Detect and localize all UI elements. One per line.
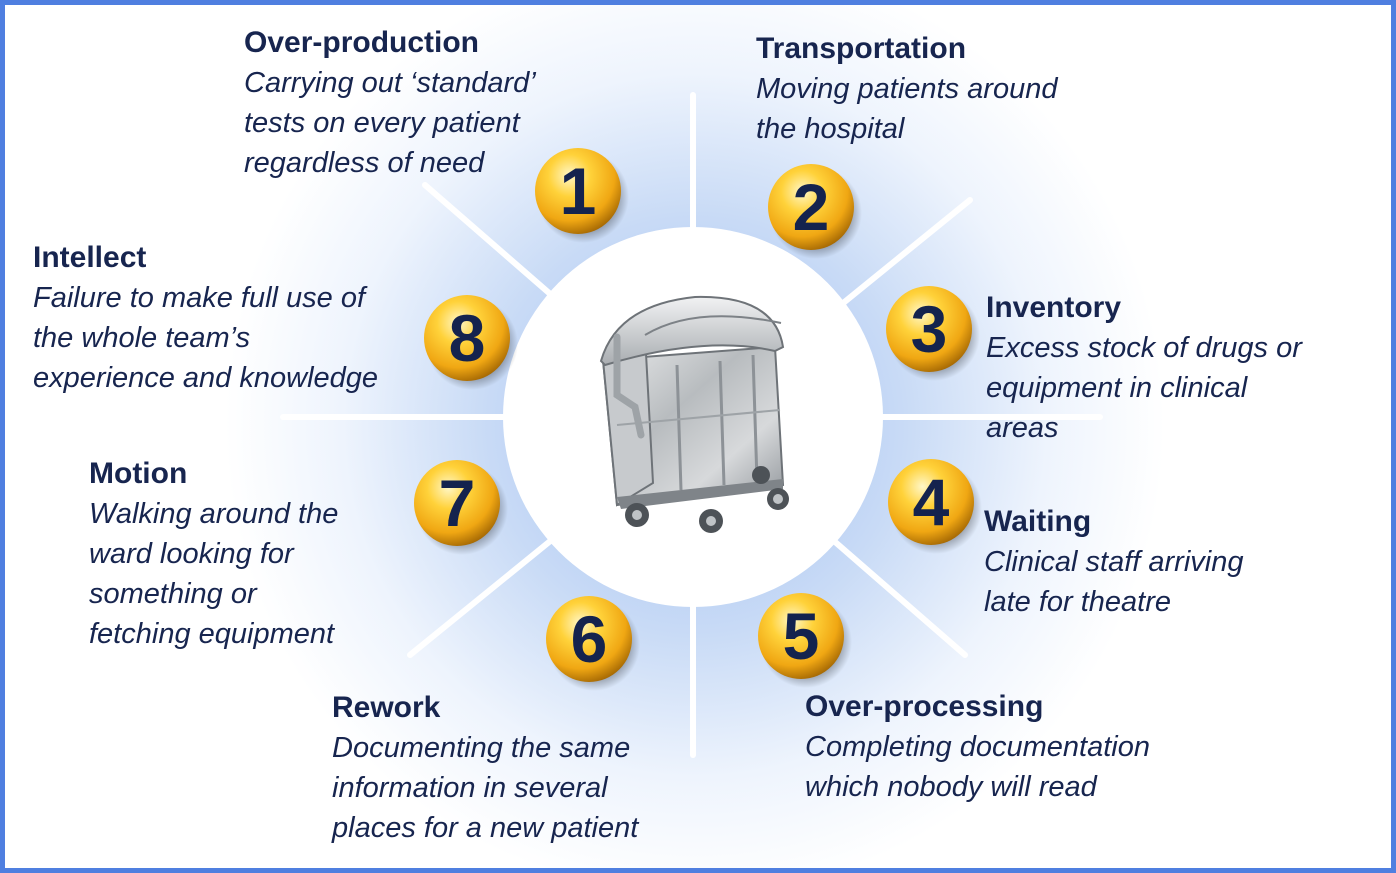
waste-title: Motion <box>89 457 188 490</box>
badge-4: 4 <box>888 459 982 554</box>
waste-rework: Rework Documenting the same information … <box>332 688 712 848</box>
badge-2: 2 <box>768 164 862 259</box>
waste-transportation: Transportation Moving patients around th… <box>756 29 1156 149</box>
badge-5-number: 5 <box>783 599 820 673</box>
badge-7-number: 7 <box>439 466 476 540</box>
waste-bin-icon <box>599 295 789 533</box>
badge-5: 5 <box>758 593 852 688</box>
diagram-canvas: 1 2 3 4 5 6 7 <box>135 5 1255 868</box>
waste-description: Documenting the same information in seve… <box>332 732 639 844</box>
badge-3-number: 3 <box>911 292 948 366</box>
waste-title: Over-production <box>244 26 480 59</box>
badge-6: 6 <box>546 596 640 691</box>
waste-title: Rework <box>332 691 441 724</box>
waste-description: Carrying out ‘standard’ tests on every p… <box>244 67 536 179</box>
waste-title: Waiting <box>984 505 1092 538</box>
badge-1-number: 1 <box>560 154 597 228</box>
waste-description: Completing documentation which nobody wi… <box>805 731 1150 803</box>
badge-8: 8 <box>424 295 518 390</box>
badge-8-number: 8 <box>449 301 486 375</box>
badge-4-number: 4 <box>913 465 950 539</box>
waste-description: Failure to make full use of the whole te… <box>33 282 379 394</box>
waste-description: Moving patients around the hospital <box>756 73 1058 145</box>
waste-title: Over-processing <box>805 690 1044 723</box>
badge-3: 3 <box>886 286 980 381</box>
waste-title: Inventory <box>986 291 1122 324</box>
waste-description: Excess stock of drugs or equipment in cl… <box>986 332 1302 444</box>
waste-waiting: Waiting Clinical staff arriving late for… <box>984 502 1364 622</box>
badge-6-number: 6 <box>571 602 608 676</box>
badge-2-number: 2 <box>793 170 830 244</box>
waste-title: Intellect <box>33 241 147 274</box>
badge-1: 1 <box>535 148 629 243</box>
waste-inventory: Inventory Excess stock of drugs or equip… <box>986 288 1381 448</box>
waste-motion: Motion Walking around the ward looking f… <box>89 454 409 654</box>
waste-intellect: Intellect Failure to make full use of th… <box>33 238 453 398</box>
waste-over-processing: Over-processing Completing documentation… <box>805 687 1225 807</box>
waste-description: Clinical staff arriving late for theatre <box>984 546 1244 618</box>
badge-7: 7 <box>414 460 508 555</box>
waste-title: Transportation <box>756 32 967 65</box>
waste-over-production: Over-production Carrying out ‘standard’ … <box>244 23 624 183</box>
waste-description: Walking around the ward looking for some… <box>89 498 339 650</box>
